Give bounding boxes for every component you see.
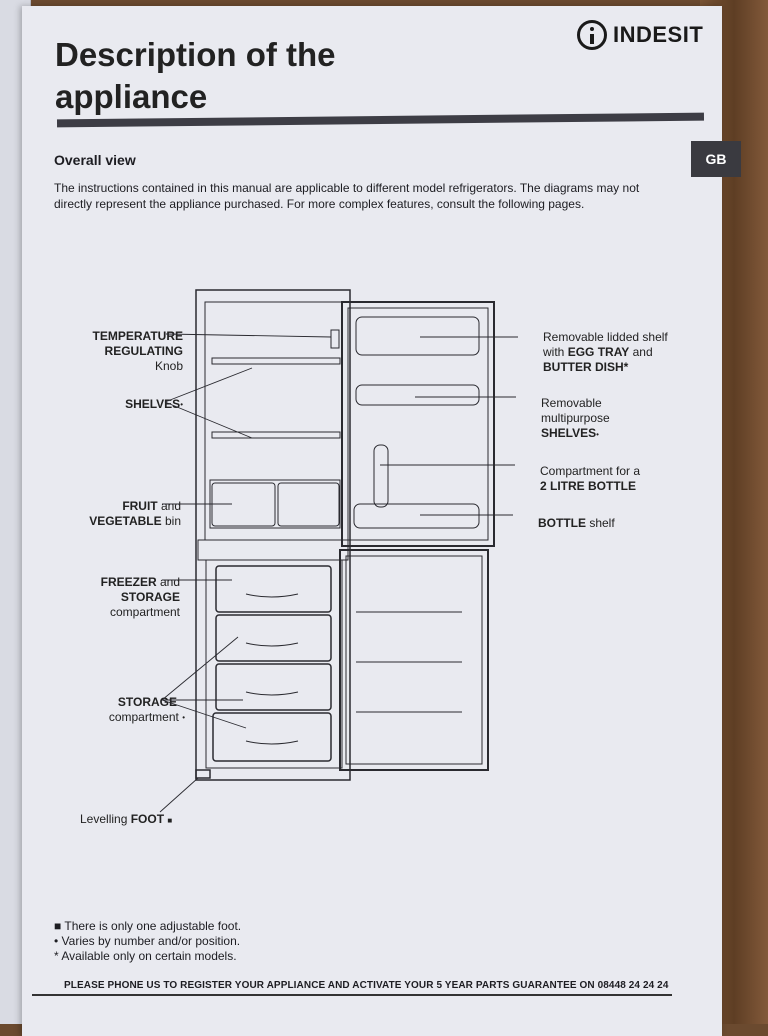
language-tab-gb: GB xyxy=(691,141,741,177)
crisper-drawer-right xyxy=(277,482,340,527)
register-phone-text: PLEASE PHONE US TO REGISTER YOUR APPLIAN… xyxy=(64,980,669,991)
label-levelling-foot: Levelling FOOT ■ xyxy=(80,812,173,826)
freezer-drawer-4 xyxy=(212,712,332,762)
shelf-lower xyxy=(211,431,341,439)
note-3: * Available only on certain models. xyxy=(54,949,237,963)
label-bottle-shelf: BOTTLE shelf xyxy=(538,516,615,530)
lidded-shelf xyxy=(355,316,480,356)
section-heading: Overall view xyxy=(54,152,136,168)
label-freezer-storage: FREEZER and STORAGE compartment xyxy=(100,575,180,619)
manual-page: Description of the appliance INDESIT Ove… xyxy=(22,6,722,1036)
brand-name: INDESIT xyxy=(613,22,704,47)
freezer-drawer-1 xyxy=(215,565,332,613)
label-temperature-knob: TEMPERATURE REGULATING Knob xyxy=(92,329,183,373)
bottle-icon xyxy=(373,444,389,508)
page-title: Description of the appliance xyxy=(55,34,336,118)
title-line-1: Description of the xyxy=(55,36,336,73)
note-1: ■ There is only one adjustable foot. xyxy=(54,919,242,933)
label-shelves: SHELVES• xyxy=(125,397,183,411)
label-fruit-vegetable-bin: FRUIT and VEGETABLE bin xyxy=(89,499,181,528)
bottle-shelf xyxy=(353,503,480,529)
footnotes: ■ There is only one adjustable foot. • V… xyxy=(54,919,241,964)
brand-logo: INDESIT xyxy=(577,20,703,50)
fridge-cabinet xyxy=(195,289,351,781)
fridge-door xyxy=(341,301,495,547)
intro-line-2: directly represent the appliance purchas… xyxy=(54,197,585,211)
intro-line-1: The instructions contained in this manua… xyxy=(54,181,640,195)
freezer-door xyxy=(339,549,489,771)
label-lidded-shelf: Removable lidded shelf with EGG TRAY and… xyxy=(543,330,668,374)
footer-rule xyxy=(32,994,672,996)
note-2: • Varies by number and/or position. xyxy=(54,934,241,948)
indesit-logo-icon xyxy=(577,20,607,50)
label-bottle-compartment: Compartment for a 2 LITRE BOTTLE xyxy=(540,464,641,493)
crisper-drawer-left xyxy=(211,482,276,527)
door-shelf-middle xyxy=(355,384,480,406)
label-multipurpose-shelves: Removable multipurpose SHELVES• xyxy=(541,396,610,440)
freezer-drawer-3 xyxy=(215,663,332,711)
fridge-diagram xyxy=(159,289,518,813)
levelling-foot xyxy=(195,769,211,779)
temperature-knob xyxy=(330,329,340,349)
shelf-upper xyxy=(211,357,341,365)
freezer-drawer-2 xyxy=(215,614,332,662)
intro-text: The instructions contained in this manua… xyxy=(54,180,674,212)
title-line-2: appliance xyxy=(55,78,208,115)
divider-panel xyxy=(197,539,349,561)
label-storage-compartment: STORAGE compartment • xyxy=(108,695,185,724)
